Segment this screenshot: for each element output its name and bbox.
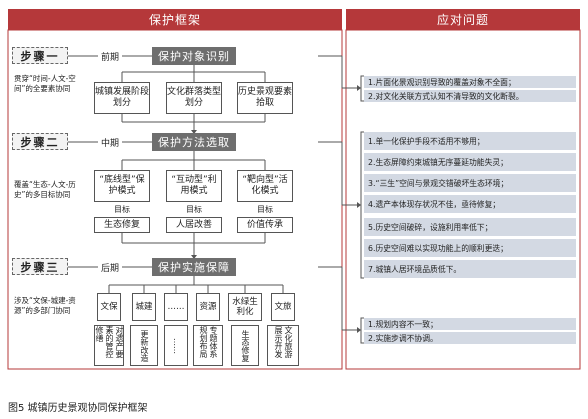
problem-g2-item: 2.生态屏障约束城镇无序蔓延功能失灵； — [364, 153, 576, 171]
task-ellipsis: …… — [164, 325, 188, 366]
mode-three-target-label: 目标 — [257, 205, 273, 214]
problem-g2-item: 3.“三生”空间与景观交错破坏生态环境； — [364, 174, 576, 192]
step-three-label: 步骤三 — [12, 258, 68, 275]
mode-interactive-utilization: “互动型”利用模式 — [166, 170, 222, 202]
problem-g2-item: 6.历史空间难以实现功能上的顺利更迭； — [364, 239, 576, 257]
stage-object-identification: 保护对象识别 — [152, 47, 236, 65]
phase-late: 后期 — [98, 260, 123, 274]
dept-culture-tourism: 文旅 — [271, 293, 295, 321]
dept-urban-construction: 城建 — [132, 293, 156, 321]
mode-bottom-line-protection: “底线型”保护模式 — [94, 170, 150, 202]
box-historic-landscape-elements: 历史景观要素拾取 — [237, 82, 293, 114]
mode-targeted-activation: “靶向型”活化模式 — [237, 170, 293, 202]
task-ecological-restoration: 生态修复 — [231, 325, 259, 366]
stage-method-selection: 保护方法选取 — [152, 133, 236, 151]
step-one-label: 步骤一 — [12, 47, 68, 64]
problem-g2-item: 5.历史空间破碎，设施利用率低下； — [364, 218, 576, 236]
dept-ellipsis: …… — [164, 293, 188, 321]
problem-g1-item: 2.对文化关联方式认知不清导致的文化断裂。 — [364, 90, 576, 102]
stage-implementation-guarantee: 保护实施保障 — [152, 258, 236, 276]
box-town-development-stages: 城镇发展阶段划分 — [94, 82, 150, 114]
right-panel-border — [345, 29, 581, 370]
task-culture-tourism: 文化旅游展示开发 — [267, 325, 299, 366]
problems-header: 应对问题 — [346, 9, 580, 30]
phase-early: 前期 — [98, 49, 123, 63]
step-two-note: 覆盖“生态-人文-历史”的多目标协同 — [14, 180, 76, 199]
problem-g2-item: 7.城镇人居环境品质低下。 — [364, 260, 576, 278]
goal-value-inheritance: 价值传承 — [237, 217, 293, 233]
box-cultural-cluster-types: 文化群落类型划分 — [166, 82, 222, 114]
step-one-note: 贯穿“时间-人文-空间”的全要素协同 — [14, 74, 76, 93]
goal-ecological-restoration: 生态修复 — [94, 217, 150, 233]
mode-one-target-label: 目标 — [114, 205, 130, 214]
dept-heritage: 文保 — [97, 293, 121, 321]
problem-g3-item: 2.实施步调不协调。 — [364, 332, 576, 344]
dept-water-green: 水绿生利化 — [228, 293, 262, 321]
problem-g1-item: 1.片面化景观识别导致的覆盖对象不全面； — [364, 76, 576, 88]
problem-g2-item: 4.遗产本体现存状况不佳，亟待修复； — [364, 195, 576, 213]
figure-caption: 图5 城镇历史景观协同保护框架 — [8, 403, 148, 414]
goal-living-improvement: 人居改善 — [166, 217, 222, 233]
task-heritage-control: 对遗产要素的管控修缮 — [94, 325, 124, 366]
framework-header: 保护框架 — [8, 9, 342, 30]
task-renewal: 更新改造 — [130, 325, 158, 366]
task-system-planning: 专题体系规划布局 — [193, 325, 223, 366]
mode-two-target-label: 目标 — [186, 205, 202, 214]
step-three-note: 涉及“文保-城建-资源”的多部门协同 — [14, 296, 76, 315]
problem-g3-item: 1.规划内容不一致； — [364, 318, 576, 330]
phase-middle: 中期 — [98, 135, 123, 149]
problem-g2-item: 1.单一化保护手段不适用不够用； — [364, 132, 576, 150]
dept-resources: 资源 — [196, 293, 220, 321]
step-two-label: 步骤二 — [12, 133, 68, 150]
